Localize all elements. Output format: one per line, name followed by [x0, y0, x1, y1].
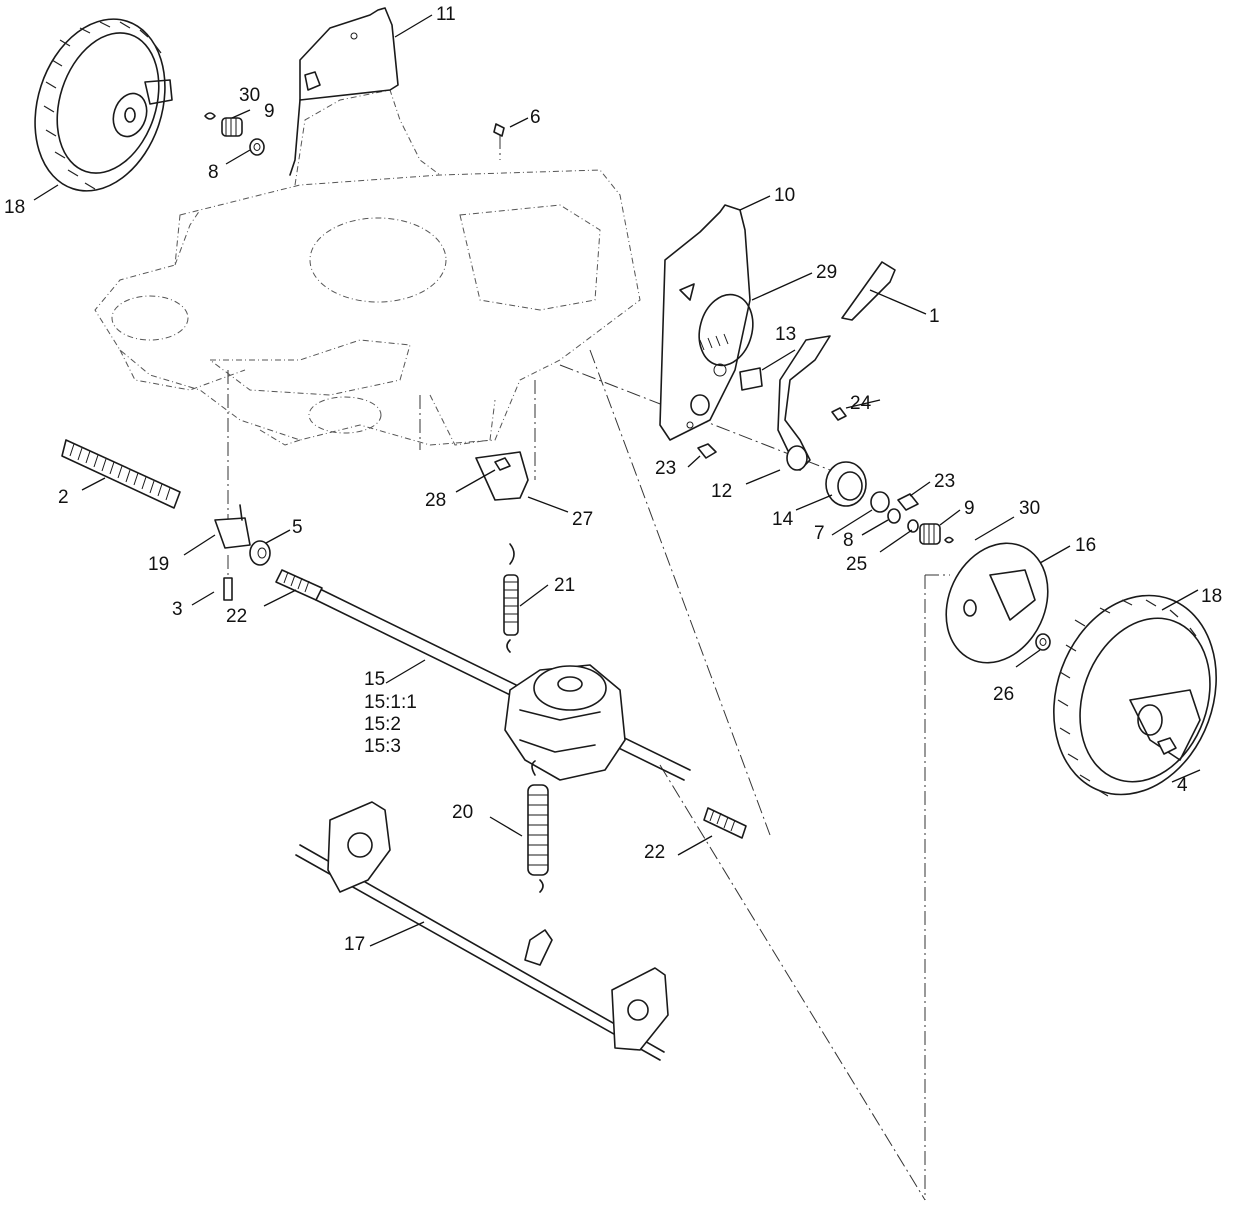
callout-26: 26	[993, 684, 1014, 705]
speed-plate-10	[659, 204, 754, 441]
callout-6: 6	[530, 107, 541, 128]
spring-21	[503, 543, 519, 653]
bolt-23-right	[897, 493, 919, 511]
wheel-lower-right	[1053, 594, 1217, 797]
bracket-11	[289, 7, 399, 176]
callout-11: 11	[436, 4, 456, 25]
spring-20	[527, 760, 549, 893]
bolt-24	[831, 407, 847, 421]
callout-5: 5	[292, 517, 303, 538]
transmission-15	[504, 664, 626, 781]
callout-18-right: 18	[1201, 586, 1222, 607]
callout-18-upper: 18	[4, 197, 25, 218]
nut-4	[1157, 737, 1177, 755]
callout-22-right: 22	[644, 842, 665, 863]
shift-lever-1	[841, 261, 896, 321]
callout-1: 1	[929, 306, 940, 327]
rear-axle-17	[295, 801, 669, 1061]
callout-3: 3	[172, 599, 183, 620]
callout-8-upper: 8	[208, 162, 219, 183]
pin-6	[493, 123, 505, 137]
clip-30-upper	[204, 112, 216, 120]
callout-4: 4	[1177, 775, 1188, 796]
bushing-14	[825, 461, 867, 507]
clip-25	[907, 519, 919, 533]
callout-15: 15	[364, 669, 385, 690]
bracket-19	[214, 504, 251, 549]
callout-7: 7	[814, 523, 825, 544]
callout-9-upper: 9	[264, 101, 275, 122]
clip-30-right	[944, 536, 954, 544]
bracket-27	[475, 451, 529, 501]
hub-cap-16	[945, 542, 1049, 664]
callout-9-right: 9	[964, 498, 975, 519]
callout-15-1-1: 15:1:1	[364, 692, 417, 713]
callout-17: 17	[344, 934, 365, 955]
callout-2: 2	[58, 487, 69, 508]
washer-26	[1035, 633, 1051, 651]
washer-8-right	[887, 508, 901, 524]
callout-28: 28	[425, 490, 446, 511]
pinion-gear-9-right	[919, 523, 941, 545]
callout-22-left: 22	[226, 606, 247, 627]
axle-shaft-15	[315, 589, 691, 781]
spring-22-left	[275, 569, 323, 601]
callout-30-right: 30	[1019, 498, 1040, 519]
bolt-28	[494, 457, 511, 471]
callout-23-right: 23	[934, 471, 955, 492]
callout-21: 21	[554, 575, 575, 596]
callout-14: 14	[772, 509, 794, 530]
callout-8-right: 8	[843, 530, 854, 551]
spring-22-right	[703, 807, 747, 839]
callout-27: 27	[572, 509, 593, 530]
callout-leaders	[33, 14, 1201, 947]
callout-19: 19	[148, 554, 169, 575]
callout-labels: 1 2 3 4 5 6 7 8 8 9 9 10 11 12 13 14 15 …	[4, 4, 1222, 955]
callout-10: 10	[774, 185, 795, 206]
callout-15-3: 15:3	[364, 736, 401, 757]
spacer-7	[870, 491, 890, 513]
callout-29: 29	[816, 262, 837, 283]
callout-20: 20	[452, 802, 473, 823]
callout-30-upper: 30	[239, 85, 260, 106]
wheel-upper-left	[34, 18, 173, 192]
callout-23-left: 23	[655, 458, 676, 479]
callout-16: 16	[1075, 535, 1096, 556]
callout-24: 24	[850, 393, 872, 414]
bolt-3	[223, 577, 233, 601]
callout-12: 12	[711, 481, 732, 502]
washer-8-upper	[249, 138, 265, 156]
callout-25: 25	[846, 554, 867, 575]
callout-13: 13	[775, 324, 796, 345]
bushing-5	[249, 540, 271, 566]
mower-housing-ghost	[94, 89, 641, 446]
lever-arm-12	[739, 335, 831, 471]
spring-2	[61, 439, 181, 509]
pinion-gear-9-upper	[221, 117, 243, 137]
callout-15-2: 15:2	[364, 714, 401, 735]
bolt-23-left	[697, 443, 717, 459]
